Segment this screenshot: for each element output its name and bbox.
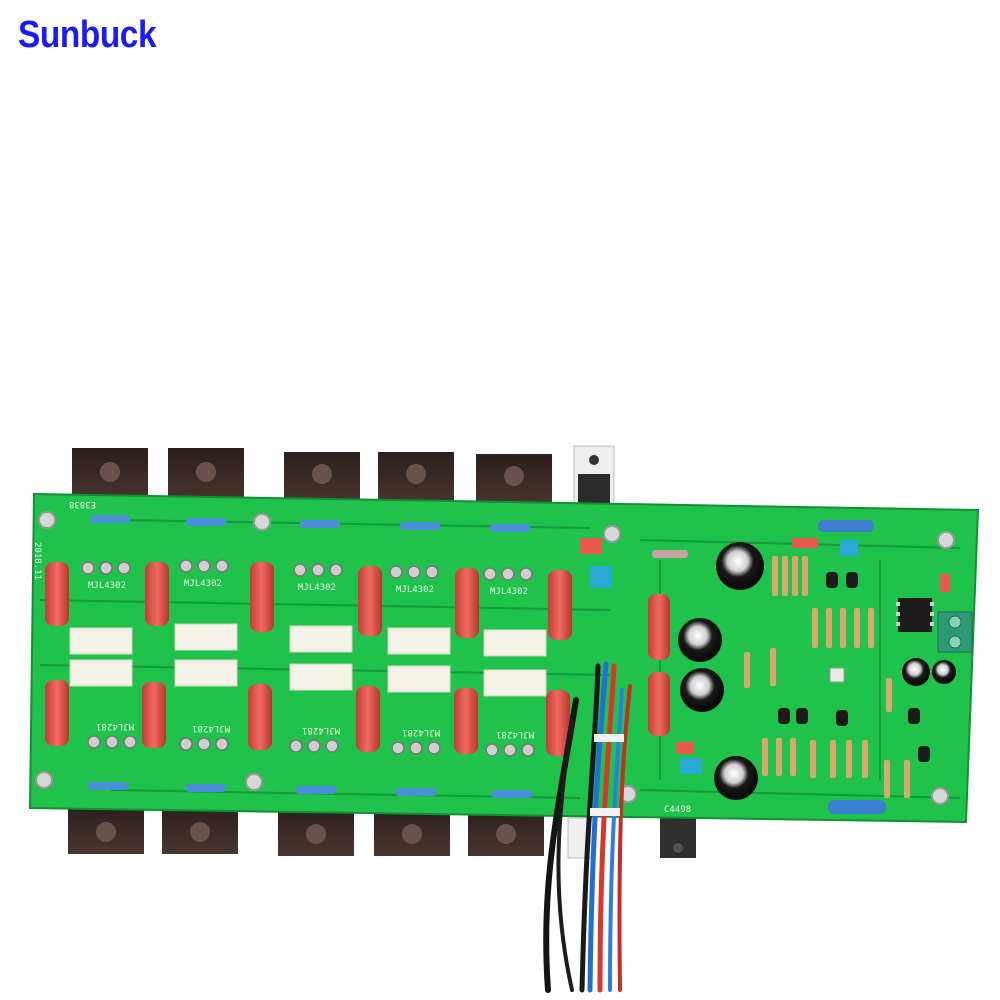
silk-label-bottom: MJL4281 (302, 725, 340, 735)
silk-label-top: MJL4302 (298, 583, 336, 593)
output-stage (45, 515, 572, 798)
driver-section (580, 520, 973, 814)
power-wires (543, 661, 632, 993)
silk-label-top: MJL4302 (490, 587, 528, 597)
silk-label-top: MJL4302 (184, 579, 222, 589)
silk-label-bottom: MJL4281 (496, 729, 534, 739)
silk-label-bottom: MJL4281 (402, 727, 440, 737)
top-power-transistors (72, 445, 615, 507)
silk-label-top: MJL4302 (88, 581, 126, 591)
silk-corner: E3838 (69, 499, 96, 509)
brand-watermark: Sunbuck (18, 14, 157, 56)
silk-date: 2018.11 (32, 542, 42, 580)
silk-label-bottom: MJL4281 (192, 723, 230, 733)
silk-label-bottom: MJL4281 (96, 721, 134, 731)
silk-label-top: MJL4302 (396, 585, 434, 595)
pcb: MJL4302 MJL4302 MJL4302 MJL4302 MJL4302 … (28, 492, 980, 824)
silk-ic-label: C4498 (664, 805, 691, 815)
